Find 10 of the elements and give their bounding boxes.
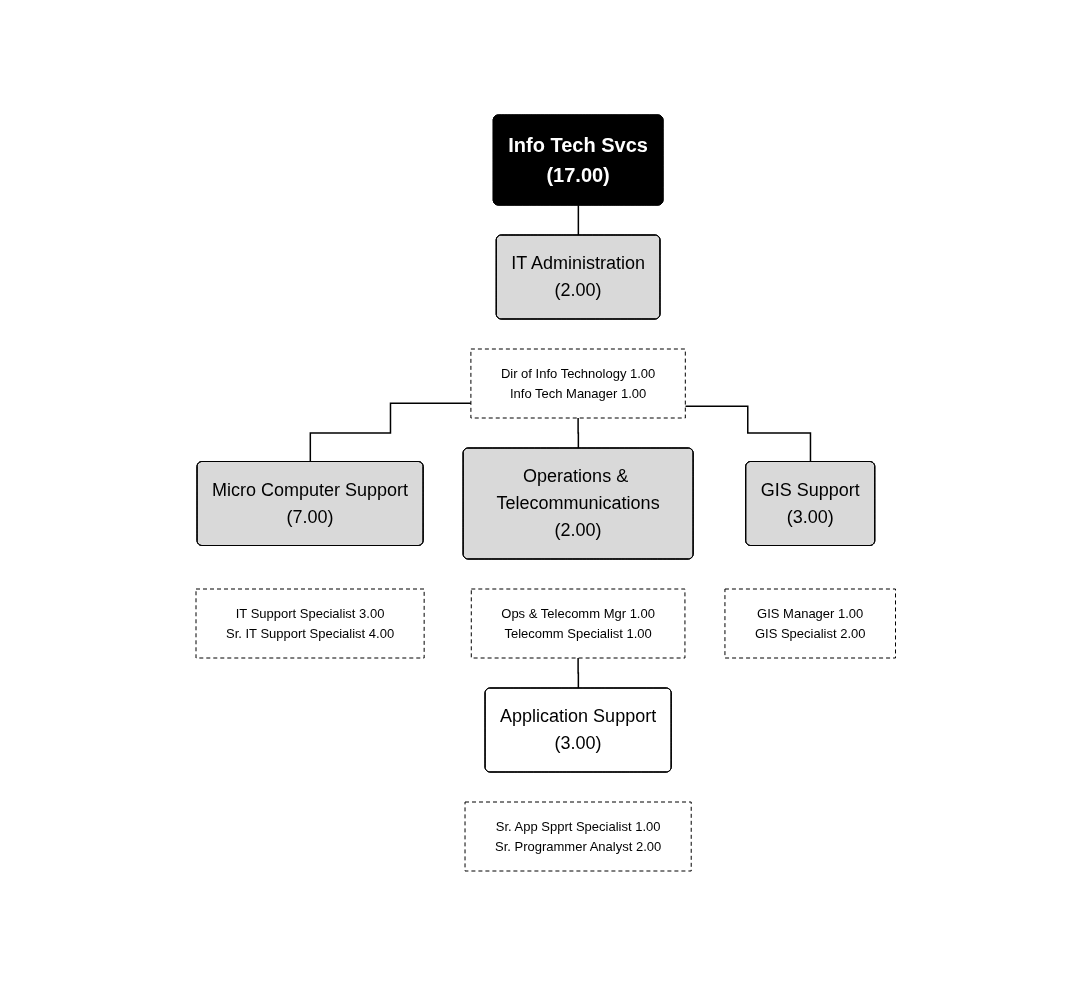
connector xyxy=(684,405,812,463)
connector xyxy=(577,417,580,450)
node-box: GIS Manager 1.00 GIS Specialist 2.00 xyxy=(724,588,896,659)
node-box: Sr. App Spprt Specialist 1.00 Sr. Programmer Analyst 2.00 xyxy=(464,801,692,872)
connector xyxy=(577,204,580,237)
connector xyxy=(309,402,472,463)
connector xyxy=(577,657,580,690)
node-box: Dir of Info Technology 1.00 Info Tech Manager 1.00 xyxy=(470,348,686,419)
node-box: IT Support Specialist 3.00 Sr. IT Support Specialist 4.00 xyxy=(195,588,425,659)
node-box: Ops & Telecomm Mgr 1.00 Telecomm Specialist 1.00 xyxy=(470,588,686,659)
